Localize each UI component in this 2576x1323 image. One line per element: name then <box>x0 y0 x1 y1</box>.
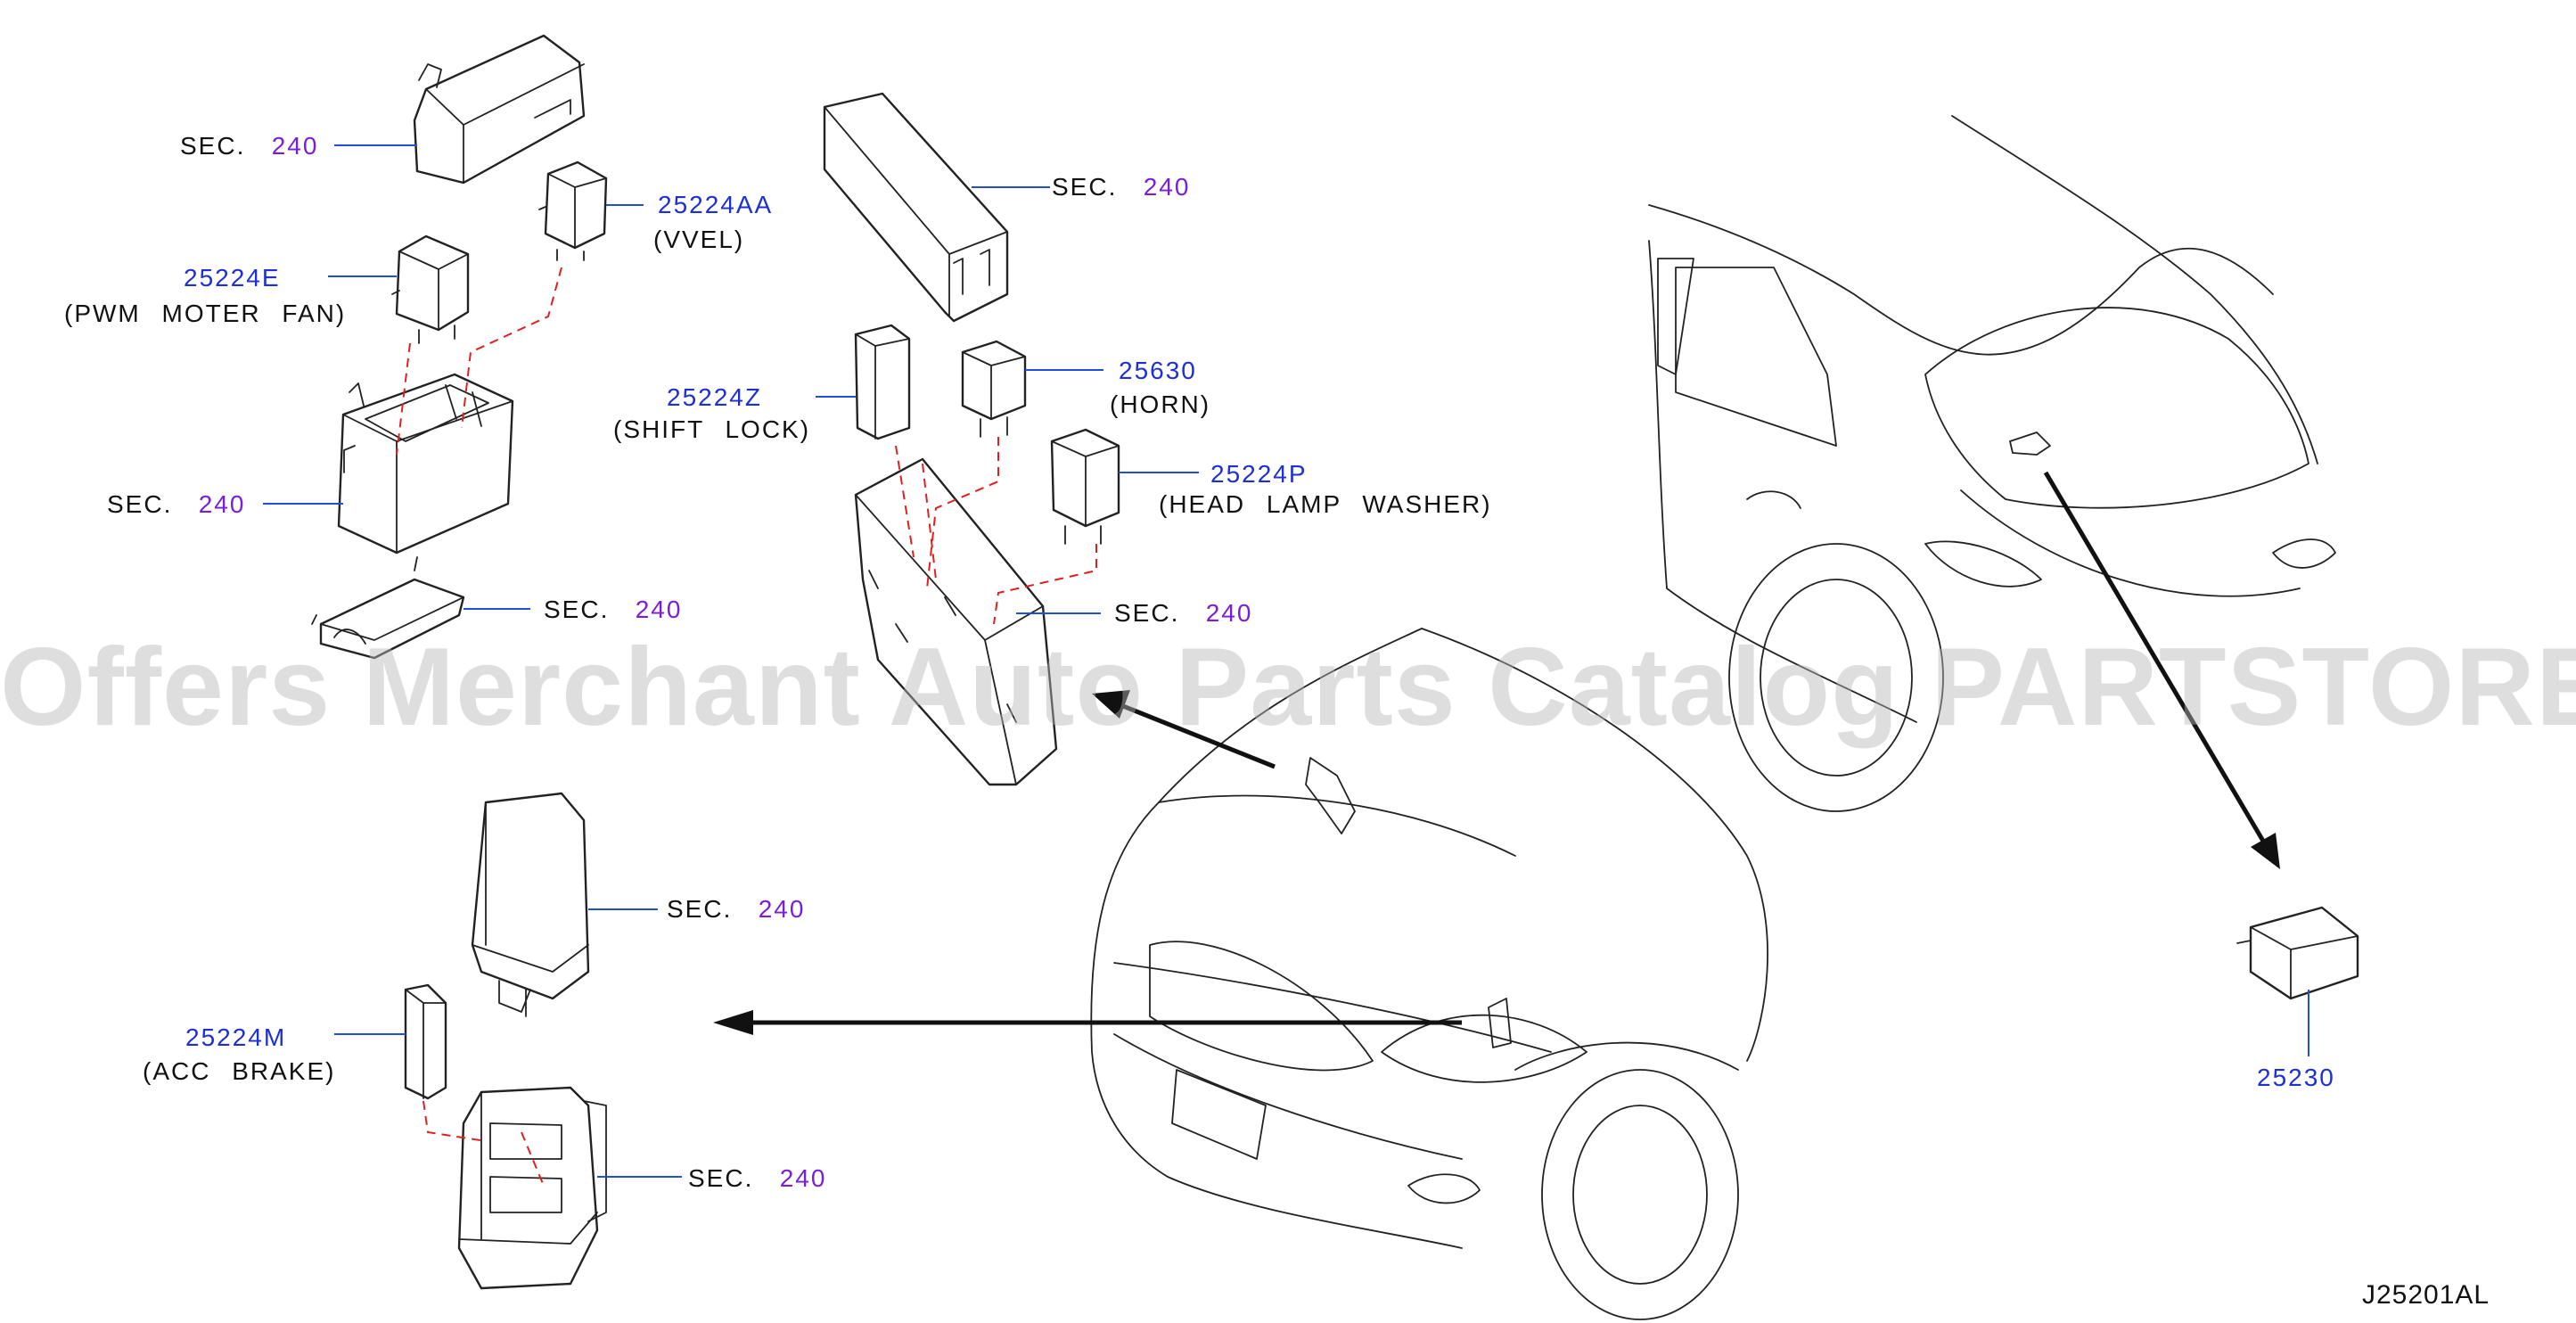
location-arrow-to-relay-box <box>713 1010 1462 1035</box>
part-description-head-lamp-washer: (HEAD LAMP WASHER) <box>1159 490 1492 518</box>
sec-number: 240 <box>271 132 319 160</box>
relay-25630 <box>961 340 1027 438</box>
location-arrow-to-fuse-box <box>1092 690 1276 769</box>
callout-sec-240[interactable]: SEC. 240 <box>1114 601 1252 626</box>
part-number-25224p[interactable]: 25224P <box>1210 460 1308 488</box>
callout-sec-240[interactable]: SEC. 240 <box>667 897 805 922</box>
sec-number: 240 <box>1143 173 1191 201</box>
relay-block-left <box>337 373 514 555</box>
relay-25230 <box>2236 906 2359 1000</box>
hidden-line <box>422 1100 545 1187</box>
relay-25224aa <box>538 160 608 261</box>
relay-25224p <box>1050 428 1120 545</box>
part-number-25224z[interactable]: 25224Z <box>667 383 762 411</box>
sec-number: 240 <box>779 1164 827 1192</box>
car-front-view <box>1090 628 1768 1320</box>
part-number-25630[interactable]: 25630 <box>1119 357 1197 384</box>
relay-25224z <box>854 324 911 440</box>
sec-label: SEC. <box>180 132 246 160</box>
car-rear-view <box>1648 115 2336 812</box>
watermark-text: Offers Merchant Auto Parts Catalog PARTS… <box>0 626 2576 749</box>
hidden-line <box>461 267 562 429</box>
part-number-25224e[interactable]: 25224E <box>184 264 281 292</box>
part-description-shift-lock: (SHIFT LOCK) <box>613 415 811 443</box>
part-description-pwm-moter-fan: (PWM MOTER FAN) <box>64 300 347 327</box>
callout-sec-240[interactable]: SEC. 240 <box>1052 175 1190 200</box>
sec-label: SEC. <box>688 1164 754 1192</box>
relay-25224m <box>404 983 447 1100</box>
part-description-horn: (HORN) <box>1110 390 1211 418</box>
part-description-acc-brake: (ACC BRAKE) <box>143 1057 336 1085</box>
sec-label: SEC. <box>667 895 733 923</box>
sec-number: 240 <box>198 490 246 518</box>
relay-25224e <box>391 234 470 344</box>
part-number-25224aa[interactable]: 25224AA <box>658 191 774 218</box>
part-description-vvel: (VVEL) <box>653 226 745 253</box>
fuse-box-cover-top-center <box>823 92 1009 323</box>
bracket-left <box>311 556 465 660</box>
sec-label: SEC. <box>544 596 610 623</box>
sec-label: SEC. <box>107 490 173 518</box>
diagram-code: J25201AL <box>2362 1280 2490 1310</box>
relay-box-cover-bottom-left <box>471 792 590 1017</box>
relay-box-cover-top-left <box>413 34 586 185</box>
callout-sec-240[interactable]: SEC. 240 <box>180 134 318 159</box>
location-arrow-to-relay-25230 <box>2043 471 2280 869</box>
fuse-box-base-center <box>854 457 1058 786</box>
sec-label: SEC. <box>1052 173 1118 201</box>
callout-sec-240[interactable]: SEC. 240 <box>544 597 682 622</box>
sec-label: SEC. <box>1114 599 1180 627</box>
sec-number: 240 <box>635 596 683 623</box>
part-number-25224m[interactable]: 25224M <box>185 1023 287 1051</box>
relay-box-base-bottom-left <box>457 1086 607 1290</box>
part-number-25230[interactable]: 25230 <box>2257 1064 2335 1091</box>
sec-number: 240 <box>1205 599 1253 627</box>
callout-sec-240[interactable]: SEC. 240 <box>688 1166 826 1191</box>
sec-number: 240 <box>758 895 806 923</box>
callout-sec-240[interactable]: SEC. 240 <box>107 492 245 517</box>
hidden-line <box>396 342 411 456</box>
